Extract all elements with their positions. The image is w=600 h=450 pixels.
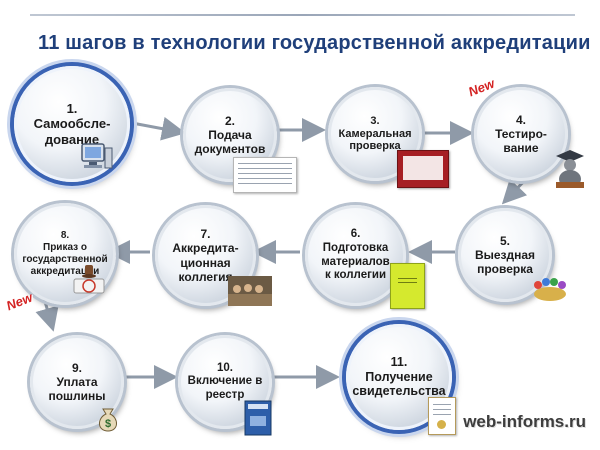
site-watermark: web-informs.ru xyxy=(463,412,586,431)
document-form-icon xyxy=(233,157,297,193)
svg-text:$: $ xyxy=(105,418,111,430)
step-label: 6. Подготовка материалов к коллегии xyxy=(321,228,390,282)
arrow-8-9 xyxy=(35,297,59,332)
step-4-testing: 4. Тестиро- вание xyxy=(474,87,568,181)
money-bag-icon: $ xyxy=(99,408,117,432)
step-label: 7. Аккредита- ционная коллегия xyxy=(172,227,239,284)
meeting-photo-icon xyxy=(228,276,272,306)
step-5-on-site-inspection: 5. Выездная проверка xyxy=(458,208,552,302)
step-label: 5. Выездная проверка xyxy=(474,233,536,277)
top-divider xyxy=(30,14,575,16)
red-report-icon xyxy=(397,150,449,188)
student-with-books-icon xyxy=(556,150,584,188)
certificate-icon xyxy=(428,397,456,435)
arrow-1-2 xyxy=(131,116,186,141)
people-meeting-icon xyxy=(534,278,566,301)
step-label: 2. Подача документов xyxy=(194,113,266,157)
stamp-order-icon xyxy=(73,265,105,294)
step-2-documents-submission: 2. Подача документов xyxy=(183,88,277,182)
registry-book-icon xyxy=(244,400,272,436)
step-3-desk-review: 3. Камеральная проверка xyxy=(328,87,422,181)
step-label: 1. Самообсле- дование xyxy=(33,101,111,147)
arrow-4-5 xyxy=(501,176,529,205)
page-title: 11 шагов в технологии государственной ак… xyxy=(38,32,591,54)
step-label: 10. Включение в реестр xyxy=(187,361,263,401)
step-label: 8. Приказ о государственной аккредитации xyxy=(22,230,108,277)
step-6-board-materials: 6. Подготовка материалов к коллегии xyxy=(305,205,406,306)
step-label: 11. Получение свидетельства xyxy=(352,354,446,399)
step-label: 9. Уплата пошлины xyxy=(48,360,106,404)
step-label: 4. Тестиро- вание xyxy=(495,112,547,156)
step-label: 3. Камеральная проверка xyxy=(338,114,412,153)
green-folder-icon xyxy=(390,263,425,309)
computer-icon xyxy=(81,143,113,169)
